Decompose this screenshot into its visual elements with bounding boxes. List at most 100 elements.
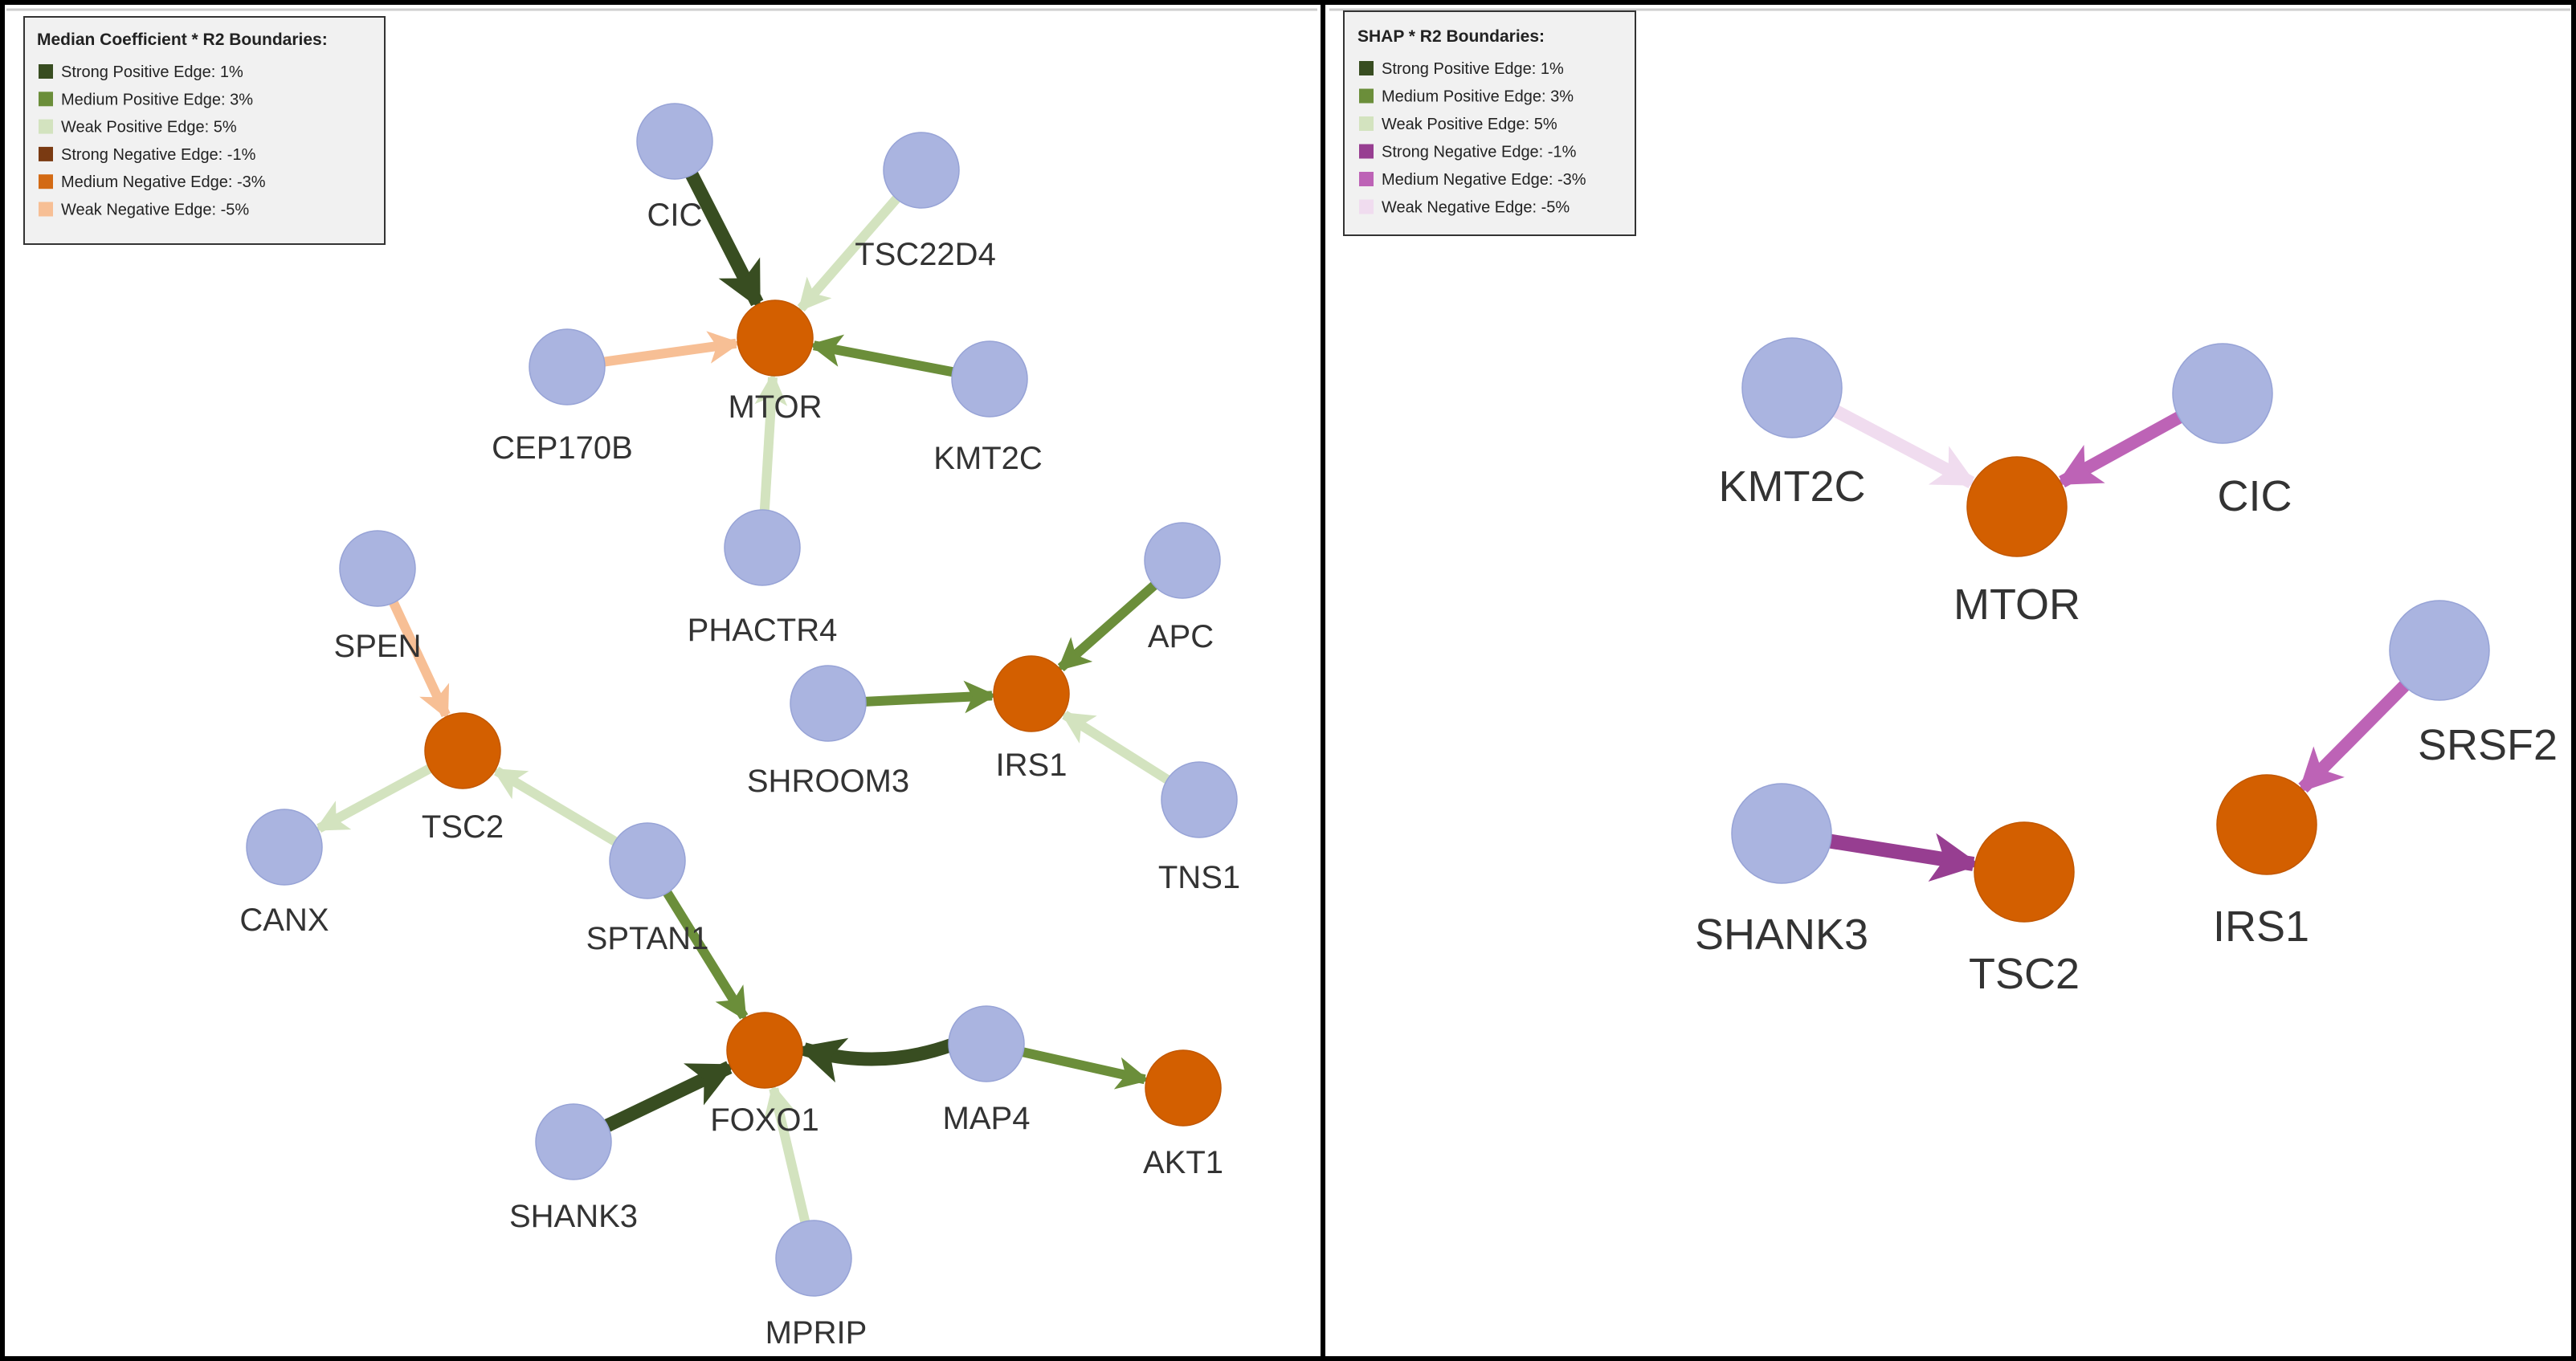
node-label-spen: SPEN — [334, 629, 422, 664]
edge-mprip-to-foxo1[interactable] — [764, 1083, 810, 1226]
node-tsc22d4[interactable] — [883, 132, 960, 209]
node-cep170b[interactable] — [529, 328, 606, 405]
node-label-srsf2: SRSF2 — [2418, 721, 2558, 769]
legend-box — [23, 16, 386, 245]
node-srsf2[interactable] — [2389, 600, 2490, 701]
edge-shank3-to-foxo1[interactable] — [602, 1061, 736, 1134]
node-label-tsc2: TSC2 — [1969, 950, 2080, 998]
edge-tsc2-to-canx[interactable] — [314, 763, 435, 833]
edge-spen-to-tsc2[interactable] — [387, 597, 451, 720]
node-irs1[interactable] — [993, 655, 1070, 732]
legend-title: SHAP * R2 Boundaries: — [1357, 27, 1545, 46]
node-label-shank3: SHANK3 — [509, 1199, 638, 1234]
legend-item-label: Strong Positive Edge: 1% — [61, 63, 243, 81]
legend-item-label: Medium Positive Edge: 3% — [1382, 88, 1574, 106]
edge-apc-to-irs1[interactable] — [1057, 579, 1160, 672]
node-label-cic: CIC — [2218, 472, 2292, 520]
edge-sptan1-to-foxo1[interactable] — [661, 887, 749, 1021]
node-tsc2[interactable] — [1974, 821, 2075, 923]
edge-kmt2c-to-mtor[interactable] — [809, 334, 957, 377]
node-label-mtor: MTOR — [728, 389, 822, 425]
legend-swatch — [1359, 172, 1374, 186]
node-label-mtor: MTOR — [1953, 581, 2080, 629]
panel-1-nodes — [246, 103, 1238, 1297]
node-label-tns1: TNS1 — [1158, 860, 1240, 895]
panel-1-edges — [314, 169, 1173, 1226]
legend-swatch — [1359, 88, 1374, 104]
node-label-mprip: MPRIP — [765, 1315, 868, 1351]
edge-sptan1-to-tsc2[interactable] — [492, 766, 621, 848]
node-mtor[interactable] — [737, 300, 814, 377]
panel-2-legend: SHAP * R2 Boundaries: Strong Positive Ed… — [1343, 10, 1636, 236]
node-irs1[interactable] — [2216, 774, 2317, 875]
legend-item-label: Medium Negative Edge: -3% — [1382, 171, 1586, 189]
edge-shank3-to-tsc2[interactable] — [1826, 833, 1981, 882]
node-tns1[interactable] — [1161, 761, 1238, 838]
node-canx[interactable] — [246, 809, 323, 886]
node-map4[interactable] — [948, 1005, 1025, 1082]
legend-item-label: Weak Negative Edge: -5% — [1382, 199, 1570, 217]
legend-title: Median Coefficient * R2 Boundaries: — [37, 31, 328, 49]
edge-cic-to-mtor[interactable] — [2055, 410, 2186, 488]
legend-swatch — [1359, 144, 1374, 159]
node-label-tsc2: TSC2 — [422, 809, 504, 845]
edge-shroom3-to-irs1[interactable] — [862, 680, 998, 714]
legend-swatch — [1359, 199, 1374, 214]
legend-box — [1343, 10, 1636, 236]
edge-tsc22d4-to-mtor[interactable] — [797, 193, 903, 312]
node-label-foxo1: FOXO1 — [710, 1102, 819, 1138]
legend-swatch — [39, 92, 53, 107]
panel-1-legend: Median Coefficient * R2 Boundaries: Stro… — [23, 16, 386, 245]
edge-cep170b-to-mtor[interactable] — [600, 331, 741, 368]
node-tsc2[interactable] — [424, 712, 501, 789]
node-cic[interactable] — [2172, 343, 2273, 444]
legend-item-label: Strong Negative Edge: -1% — [61, 146, 256, 164]
edge-kmt2c-to-mtor[interactable] — [1830, 404, 1978, 489]
legend-item-label: Strong Negative Edge: -1% — [1382, 144, 1577, 161]
edge-map4-to-akt1[interactable] — [1019, 1046, 1150, 1090]
edge-cic-to-mtor[interactable] — [684, 169, 764, 310]
node-cic[interactable] — [636, 103, 713, 180]
edge-tns1-to-irs1[interactable] — [1060, 711, 1173, 786]
node-sptan1[interactable] — [609, 822, 686, 899]
node-label-shank3: SHANK3 — [1695, 911, 1868, 959]
node-shank3[interactable] — [1731, 783, 1832, 884]
node-akt1[interactable] — [1145, 1049, 1222, 1127]
node-label-irs1: IRS1 — [2213, 903, 2309, 951]
node-mprip[interactable] — [775, 1220, 852, 1297]
panel-2-nodes — [1731, 337, 2490, 923]
node-label-apc: APC — [1148, 619, 1214, 654]
node-label-kmt2c: KMT2C — [933, 441, 1043, 476]
node-label-tsc22d4: TSC22D4 — [855, 237, 996, 272]
edge-map4-to-foxo1[interactable] — [797, 1037, 954, 1083]
node-label-shroom3: SHROOM3 — [747, 764, 909, 799]
legend-item-label: Medium Negative Edge: -3% — [61, 173, 266, 191]
node-label-cep170b: CEP170B — [492, 430, 633, 466]
node-spen[interactable] — [339, 530, 416, 607]
node-foxo1[interactable] — [726, 1012, 803, 1089]
node-label-irs1: IRS1 — [996, 748, 1068, 783]
legend-swatch — [39, 146, 53, 161]
node-shank3[interactable] — [535, 1103, 612, 1180]
edge-srsf2-to-irs1[interactable] — [2298, 678, 2411, 793]
legend-swatch — [1359, 116, 1374, 131]
node-kmt2c[interactable] — [951, 340, 1028, 418]
node-label-akt1: AKT1 — [1143, 1145, 1223, 1180]
node-phactr4[interactable] — [724, 509, 801, 586]
legend-swatch — [1359, 61, 1374, 75]
legend-swatch — [39, 202, 53, 217]
node-kmt2c[interactable] — [1741, 337, 1843, 438]
legend-swatch — [39, 119, 53, 134]
node-mtor[interactable] — [1966, 456, 2068, 557]
node-label-sptan1: SPTAN1 — [586, 921, 709, 956]
edge-phactr4-to-mtor[interactable] — [754, 372, 788, 514]
legend-item-label: Weak Positive Edge: 5% — [1382, 116, 1557, 133]
legend-swatch — [39, 64, 53, 79]
node-apc[interactable] — [1144, 522, 1221, 599]
node-shroom3[interactable] — [790, 665, 867, 742]
